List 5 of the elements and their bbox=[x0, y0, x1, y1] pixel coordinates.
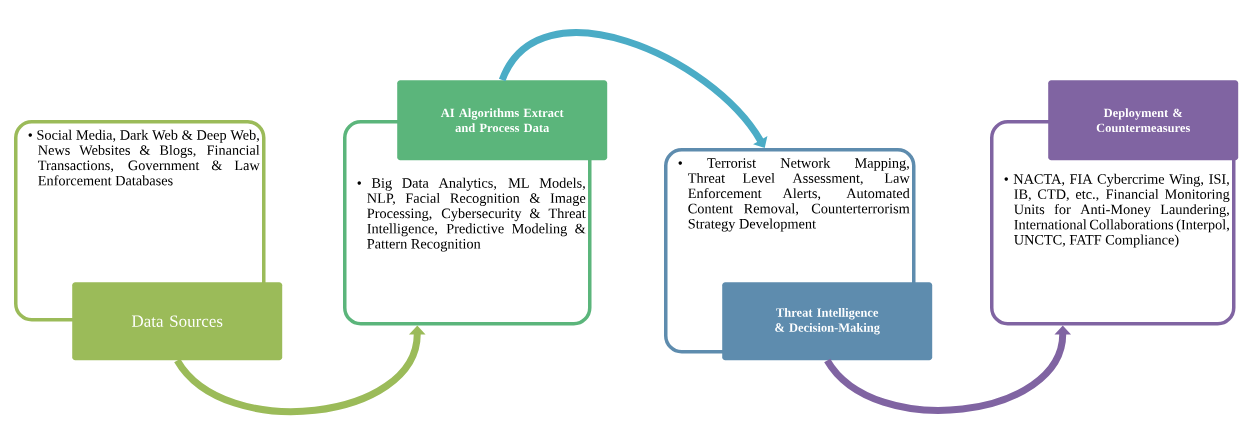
curved-arrow bbox=[499, 29, 768, 148]
title-box: Threat Intelligence & Decision-Making bbox=[722, 282, 933, 361]
title-box: Data Sources bbox=[72, 282, 283, 361]
title-box: AI Algorithms Extract and Process Data bbox=[397, 80, 608, 161]
title-box: Deployment & Countermeasures bbox=[1048, 80, 1239, 161]
